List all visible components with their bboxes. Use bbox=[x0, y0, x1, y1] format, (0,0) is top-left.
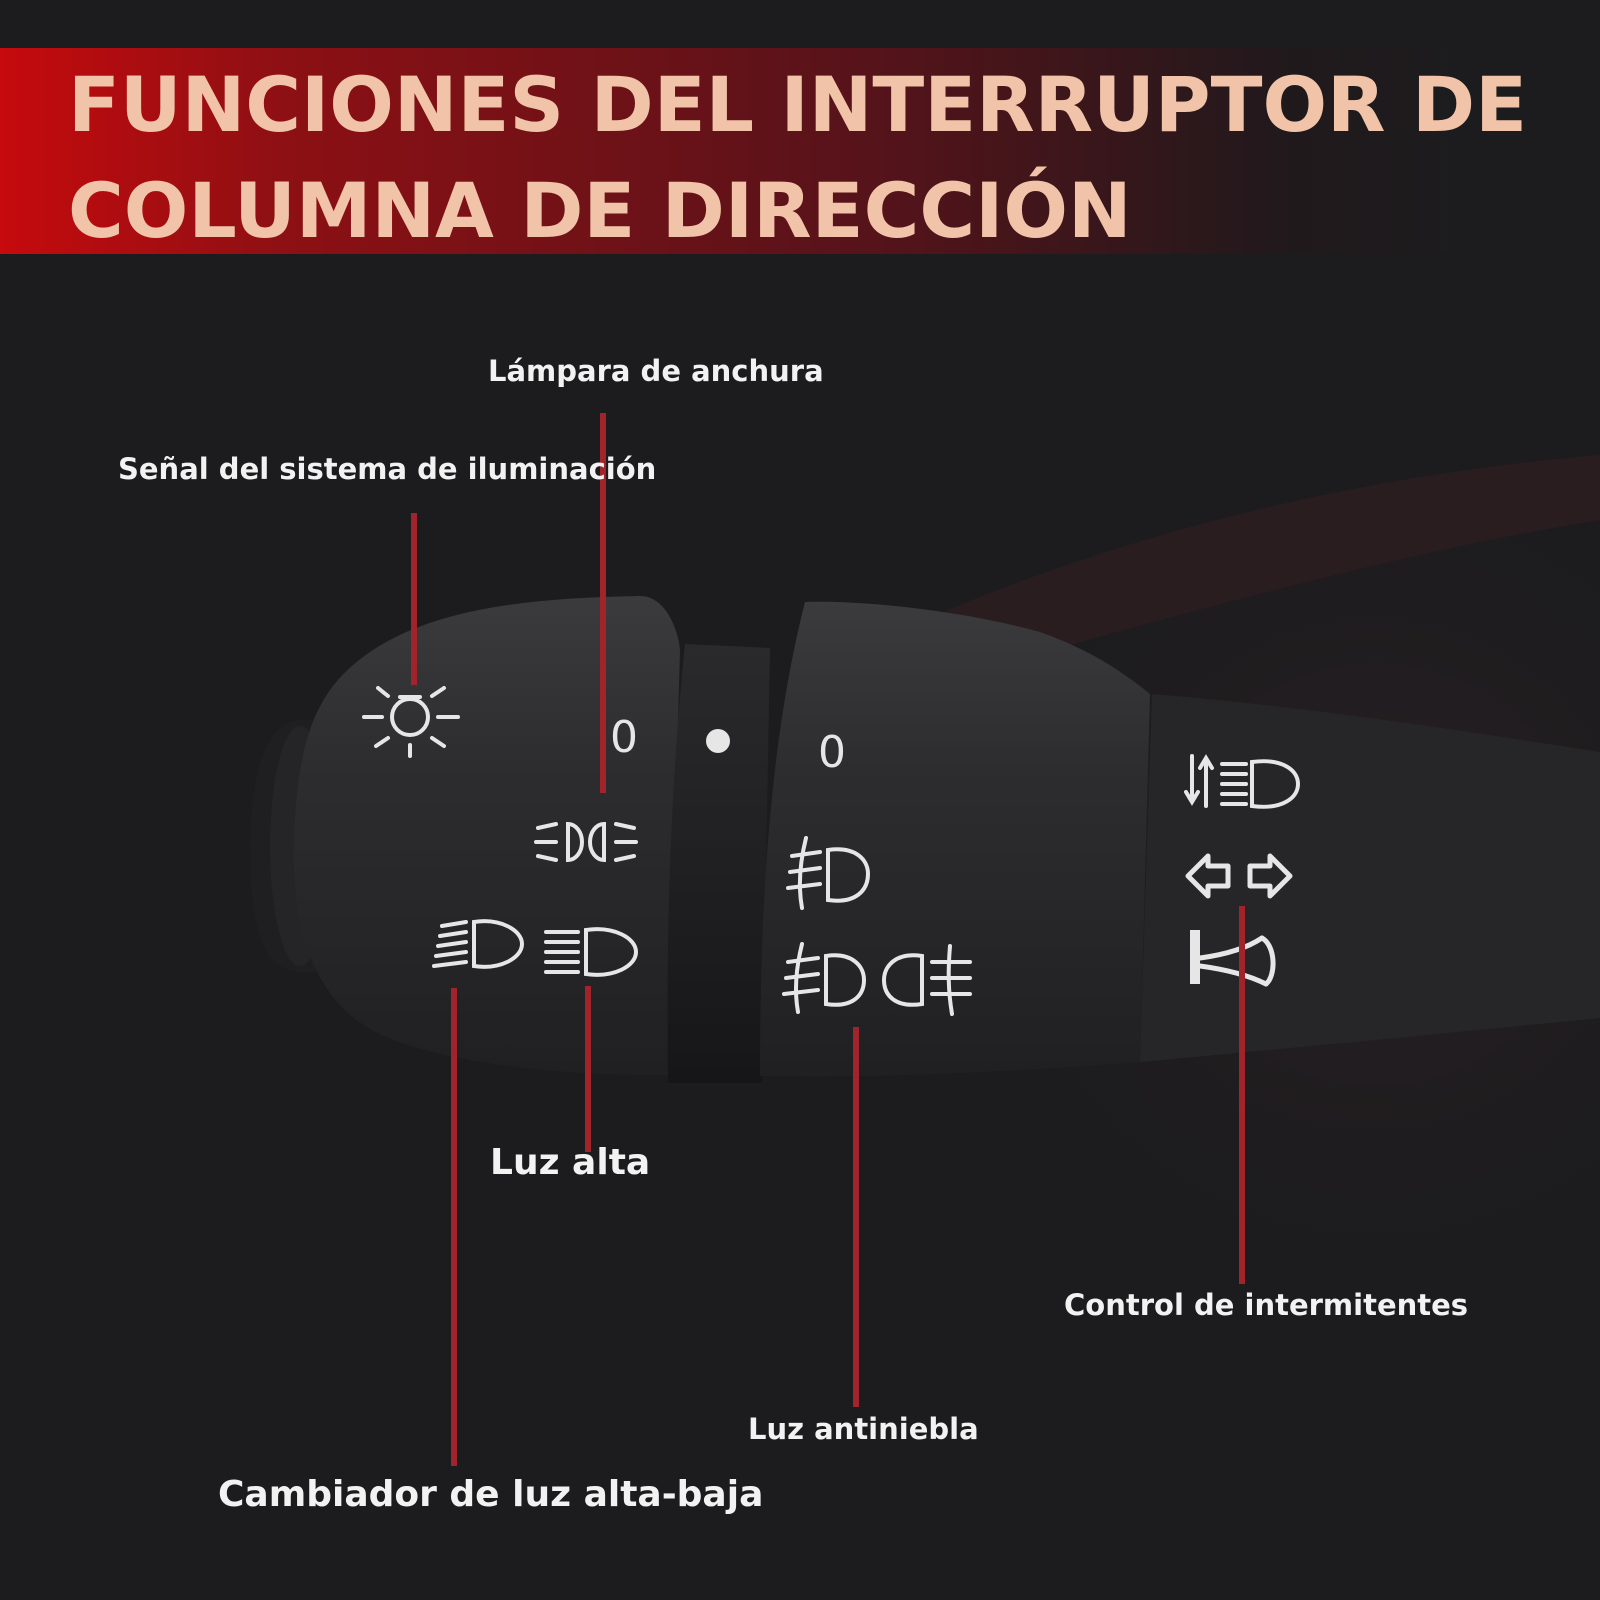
low-beam-icon bbox=[432, 919, 525, 969]
collar-ring bbox=[667, 644, 770, 1083]
callout-line-fog-light bbox=[853, 1027, 859, 1407]
position-dot bbox=[706, 729, 730, 753]
callout-line-high-beam bbox=[585, 986, 591, 1152]
width-lamp-icon bbox=[534, 821, 638, 863]
front-fog-light-icon bbox=[786, 836, 871, 910]
rear-fog-light-icon bbox=[881, 944, 972, 1016]
front-fog-light-icon bbox=[782, 942, 867, 1014]
callout-line-width-lamp bbox=[600, 413, 606, 793]
callout-line-high-low-changer bbox=[451, 988, 457, 1466]
lighting-system-icon bbox=[362, 686, 460, 758]
background-swoosh bbox=[880, 455, 1600, 690]
title-banner bbox=[0, 48, 1600, 254]
headlight-flash-icon bbox=[1184, 754, 1301, 809]
label-high-low-changer: Cambiador de luz alta-baja bbox=[218, 1474, 764, 1515]
page-title-line-1: FUNCIONES DEL INTERRUPTOR DE bbox=[68, 60, 1528, 149]
label-lighting-signal: Señal del sistema de iluminación bbox=[118, 452, 657, 486]
page-title-line-2: COLUMNA DE DIRECCIÓN bbox=[68, 166, 1132, 255]
switch-mark-off-1: 0 bbox=[610, 712, 638, 763]
switch-mark-off-2: 0 bbox=[818, 727, 846, 778]
callout-line-lighting-signal bbox=[411, 513, 417, 685]
label-high-beam: Luz alta bbox=[490, 1142, 651, 1183]
label-width-lamp: Lámpara de anchura bbox=[488, 354, 824, 388]
turn-arrows-icon bbox=[1185, 853, 1293, 899]
horn-icon bbox=[1190, 930, 1276, 987]
high-beam-icon bbox=[544, 927, 639, 977]
callout-line-turn-signal bbox=[1239, 906, 1245, 1284]
light-rotary-knob[interactable] bbox=[293, 596, 680, 1076]
page-title: FUNCIONES DEL INTERRUPTOR DE COLUMNA DE … bbox=[68, 52, 1527, 264]
stalk-arm[interactable] bbox=[1140, 694, 1600, 1062]
label-turn-signal-control: Control de intermitentes bbox=[1064, 1288, 1469, 1322]
fog-rotary-knob[interactable] bbox=[760, 601, 1150, 1077]
label-fog-light: Luz antiniebla bbox=[748, 1412, 979, 1446]
callout-lines bbox=[411, 413, 1245, 1466]
